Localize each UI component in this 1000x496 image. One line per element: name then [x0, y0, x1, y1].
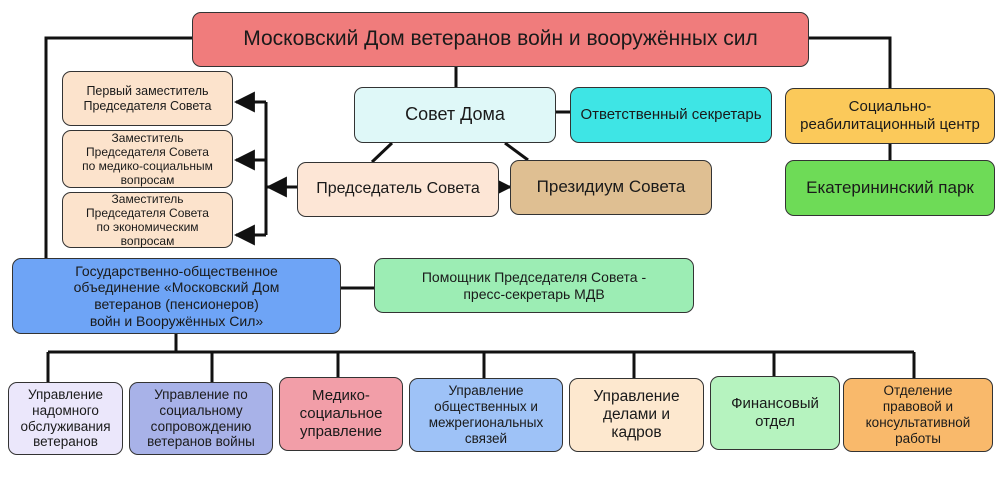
deputy-economic-node-label: Заместитель Председателя Совета по эконо…	[86, 191, 209, 249]
assistant-node-label: Помощник Председателя Совета - пресс-сек…	[421, 268, 647, 302]
park-node-label: Екатерининский парк	[806, 177, 974, 197]
rehab-center-node: Социально- реабилитационный центр	[785, 88, 995, 144]
presidium-node: Президиум Совета	[510, 160, 712, 215]
department-label: Медико- социальное управление	[299, 387, 383, 440]
deputy-medical-node: Заместитель Председателя Совета по медик…	[62, 130, 233, 188]
council-node-label: Совет Дома	[405, 104, 505, 125]
department-label: Управление делами и кадров	[593, 387, 680, 442]
department-node: Отделение правовой и консультативной раб…	[843, 378, 993, 452]
rehab-center-node-label: Социально- реабилитационный центр	[800, 98, 980, 133]
department-node: Управление надомного обслуживания ветера…	[8, 382, 123, 455]
presidium-node-label: Президиум Совета	[536, 177, 686, 197]
department-node: Управление по социальному сопровождению …	[129, 382, 273, 455]
deputy-first-node-label: Первый заместитель Председателя Совета	[83, 83, 212, 113]
department-label: Управление надомного обслуживания ветера…	[20, 386, 111, 450]
chairman-node: Председатель Совета	[297, 162, 499, 217]
chairman-node-label: Председатель Совета	[316, 180, 480, 198]
root-node-label: Московский Дом ветеранов войн и вооружён…	[243, 27, 758, 51]
deputy-economic-node: Заместитель Председателя Совета по эконо…	[62, 192, 233, 248]
department-node: Финансовый отдел	[710, 376, 840, 450]
park-node: Екатерининский парк	[785, 160, 995, 216]
association-node-label: Государственно-общественное объединение …	[73, 262, 280, 329]
assistant-node: Помощник Председателя Совета - пресс-сек…	[374, 258, 694, 313]
deputy-first-node: Первый заместитель Председателя Совета	[62, 71, 233, 126]
department-label: Финансовый отдел	[731, 395, 819, 430]
department-node: Управление делами и кадров	[569, 378, 704, 452]
council-node: Совет Дома	[354, 87, 556, 143]
secretary-node: Ответственный секретарь	[570, 87, 772, 143]
department-label: Управление по социальному сопровождению …	[147, 386, 255, 450]
association-node: Государственно-общественное объединение …	[12, 258, 341, 334]
department-label: Отделение правовой и консультативной раб…	[865, 383, 971, 446]
deputy-medical-node-label: Заместитель Председателя Совета по медик…	[82, 130, 213, 188]
root-node: Московский Дом ветеранов войн и вооружён…	[192, 12, 809, 67]
department-node: Управление общественных и межрегиональны…	[409, 378, 563, 452]
department-label: Управление общественных и межрегиональны…	[428, 383, 544, 446]
secretary-node-label: Ответственный секретарь	[580, 106, 762, 124]
department-node: Медико- социальное управление	[279, 377, 403, 451]
